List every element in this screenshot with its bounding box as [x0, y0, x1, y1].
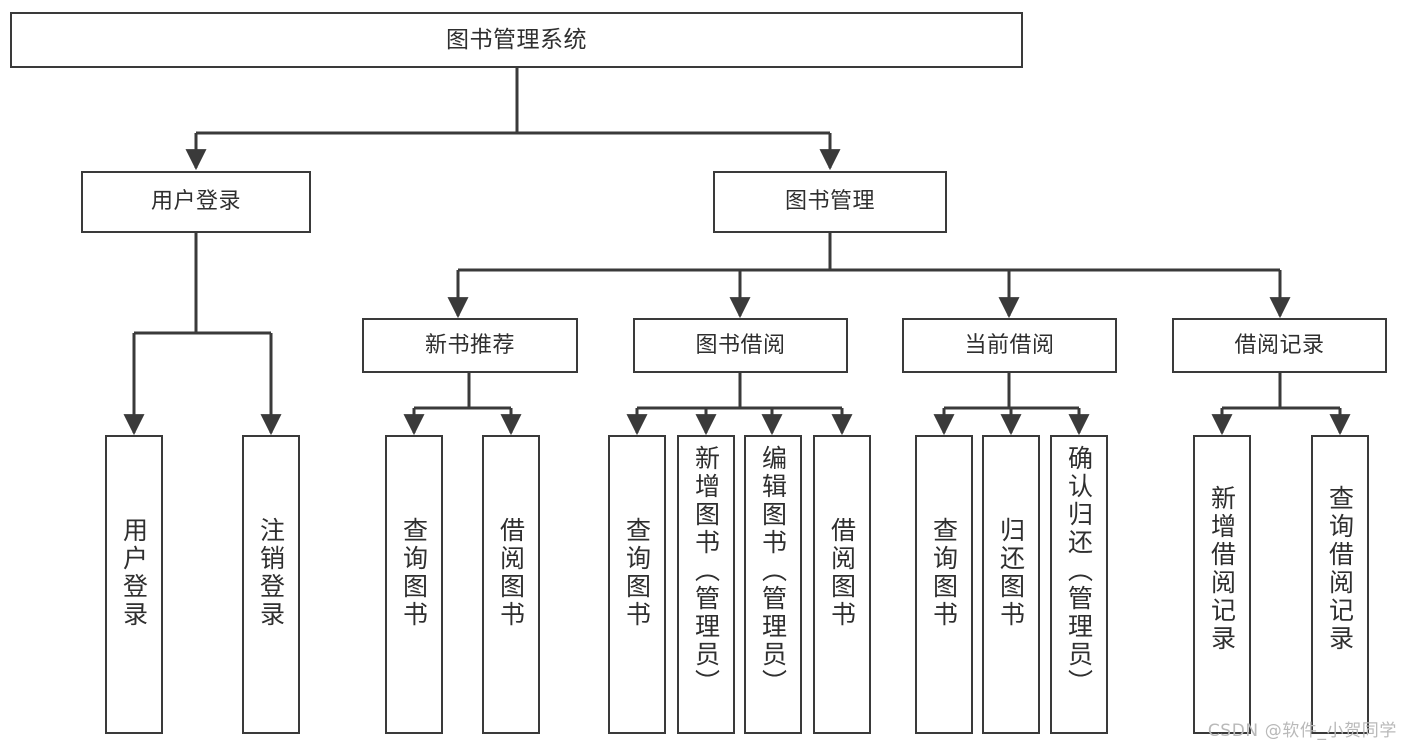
node-label: 查询图书 — [399, 517, 429, 629]
node-label: 当前借阅 — [964, 332, 1055, 358]
node-book-borrow[interactable]: 图书借阅 — [633, 318, 848, 373]
leaf-borrow-book-recommend[interactable]: 借阅图书 — [482, 435, 540, 734]
node-label: 新增借阅记录 — [1207, 485, 1237, 653]
leaf-query-book-borrow[interactable]: 查询图书 — [608, 435, 666, 734]
node-label: 借阅图书 — [827, 517, 857, 629]
leaf-logout-login[interactable]: 注销登录 — [242, 435, 300, 734]
leaf-user-login[interactable]: 用户登录 — [105, 435, 163, 734]
node-borrow-record[interactable]: 借阅记录 — [1172, 318, 1387, 373]
node-label: 注销登录 — [256, 517, 286, 629]
node-label: 图书管理系统 — [446, 26, 587, 53]
node-root-system[interactable]: 图书管理系统 — [10, 12, 1023, 68]
leaf-edit-book-admin[interactable]: 编辑图书（管理员） — [744, 435, 802, 734]
node-book-management[interactable]: 图书管理 — [713, 171, 947, 233]
node-label: 确认归还（管理员） — [1064, 445, 1094, 697]
leaf-query-book-current[interactable]: 查询图书 — [915, 435, 973, 734]
leaf-borrow-book[interactable]: 借阅图书 — [813, 435, 871, 734]
node-new-book-recommend[interactable]: 新书推荐 — [362, 318, 578, 373]
leaf-query-borrow-record[interactable]: 查询借阅记录 — [1311, 435, 1369, 734]
node-label: 查询借阅记录 — [1325, 485, 1355, 653]
node-label: 借阅记录 — [1234, 332, 1325, 358]
node-current-borrow[interactable]: 当前借阅 — [902, 318, 1117, 373]
node-user-login[interactable]: 用户登录 — [81, 171, 311, 233]
node-label: 图书借阅 — [695, 332, 786, 358]
node-label: 用户登录 — [119, 517, 149, 629]
leaf-query-book-recommend[interactable]: 查询图书 — [385, 435, 443, 734]
node-label: 新书推荐 — [424, 332, 515, 358]
leaf-add-book-admin[interactable]: 新增图书（管理员） — [677, 435, 735, 734]
node-label: 图书管理 — [784, 189, 875, 215]
node-label: 查询图书 — [622, 517, 652, 629]
leaf-return-book[interactable]: 归还图书 — [982, 435, 1040, 734]
leaf-add-borrow-record[interactable]: 新增借阅记录 — [1193, 435, 1251, 734]
node-label: 编辑图书（管理员） — [758, 445, 788, 697]
leaf-confirm-return-admin[interactable]: 确认归还（管理员） — [1050, 435, 1108, 734]
node-label: 用户登录 — [150, 189, 241, 215]
node-label: 借阅图书 — [496, 517, 526, 629]
node-label: 查询图书 — [929, 517, 959, 629]
node-label: 归还图书 — [996, 517, 1026, 629]
node-label: 新增图书（管理员） — [691, 445, 721, 697]
